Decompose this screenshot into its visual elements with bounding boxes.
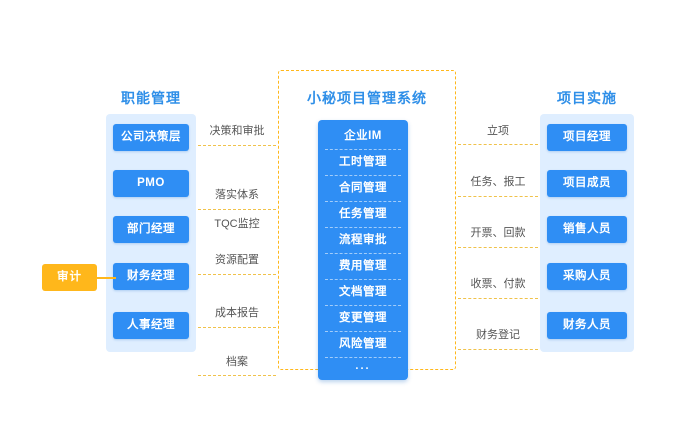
right-item-4[interactable]: 财务人员 [547,312,627,339]
center-item-7[interactable]: 变更管理 [325,306,401,332]
left-column-title: 职能管理 [121,90,181,106]
left-connector-rule-0 [198,145,276,146]
center-item-1[interactable]: 工时管理 [325,150,401,176]
right-connector-rule-0 [458,144,538,145]
right-item-1[interactable]: 项目成员 [547,170,627,197]
right-connector-rule-2 [458,247,538,248]
right-connector-rule-3 [458,298,538,299]
right-connector-label-3: 收票、付款 [470,278,526,290]
center-item-8[interactable]: 风险管理 [325,332,401,358]
left-connector-label-0: 决策和审批 [209,125,265,137]
center-item-0[interactable]: 企业IM [325,124,401,150]
left-item-2[interactable]: 部门经理 [113,216,189,243]
left-item-0[interactable]: 公司决策层 [113,124,189,151]
left-connector-rule-3 [198,327,276,328]
audit-box[interactable]: 审计 [42,264,97,291]
left-connector-rule-4 [198,375,276,376]
right-column-title: 项目实施 [557,90,617,106]
left-item-3[interactable]: 财务经理 [113,263,189,290]
left-connector-label-4: 成本报告 [215,307,259,319]
audit-connector-line [97,277,116,279]
center-item-2[interactable]: 合同管理 [325,176,401,202]
left-item-4[interactable]: 人事经理 [113,312,189,339]
center-module-stack: 企业IM 工时管理 合同管理 任务管理 流程审批 费用管理 文档管理 变更管理 … [318,120,408,380]
right-connector-rule-4 [458,349,538,350]
center-item-3[interactable]: 任务管理 [325,202,401,228]
right-connector-label-4: 财务登记 [476,329,520,341]
left-connector-label-1: 落实体系 [215,189,259,201]
left-connector-rule-2 [198,274,276,275]
right-item-3[interactable]: 采购人员 [547,263,627,290]
right-connector-label-0: 立项 [487,125,509,137]
left-connector-label-2: TQC监控 [214,218,260,230]
right-connector-rule-1 [458,196,538,197]
right-item-0[interactable]: 项目经理 [547,124,627,151]
center-item-6[interactable]: 文档管理 [325,280,401,306]
center-item-4[interactable]: 流程审批 [325,228,401,254]
center-column-title: 小秘项目管理系统 [307,90,427,106]
left-connector-rule-1 [198,209,276,210]
left-column-panel: 公司决策层 PMO 部门经理 财务经理 人事经理 [106,114,196,352]
right-item-2[interactable]: 销售人员 [547,216,627,243]
right-column-panel: 项目经理 项目成员 销售人员 采购人员 财务人员 [540,114,634,352]
center-item-more: ... [355,360,371,372]
center-item-5[interactable]: 费用管理 [325,254,401,280]
right-connector-label-2: 开票、回款 [470,227,526,239]
left-item-1[interactable]: PMO [113,170,189,197]
left-connector-label-3: 资源配置 [215,254,259,266]
left-connector-label-5: 档案 [226,356,248,368]
left-connector-group: 决策和审批 落实体系 TQC监控 资源配置 成本报告 档案 [198,110,276,376]
right-connector-label-1: 任务、报工 [470,176,526,188]
right-connector-group: 立项 任务、报工 开票、回款 收票、付款 财务登记 [458,110,538,355]
